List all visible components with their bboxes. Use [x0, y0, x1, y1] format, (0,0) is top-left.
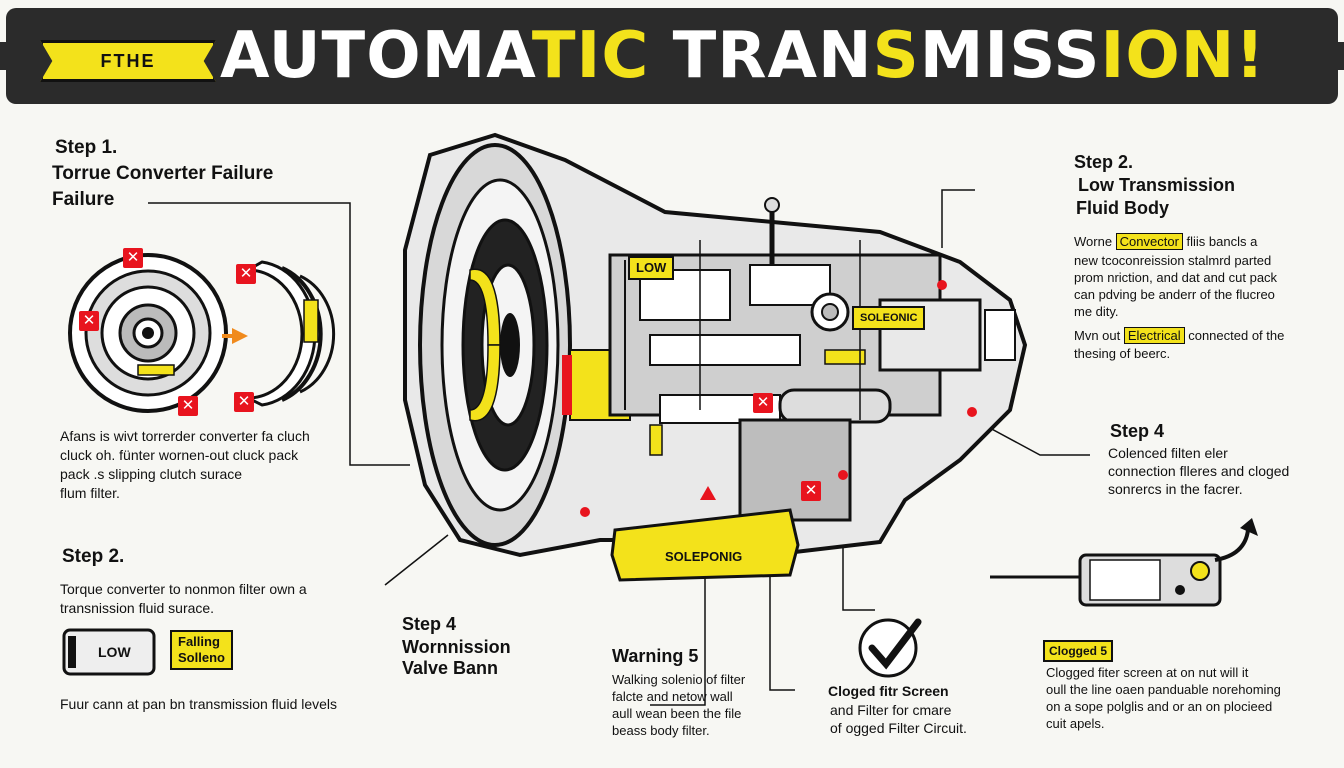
- tag-solenoid: SOLEONIC: [852, 306, 926, 330]
- step1-desc-1: Afans is wivt torrerder converter fa clu…: [60, 428, 310, 444]
- step1-desc-3: pack .s slipping clutch surace: [60, 466, 243, 482]
- right-step4-title: Step 4: [1110, 421, 1165, 441]
- right-step4-desc-1: Colenced filten eler: [1108, 445, 1228, 461]
- step2-title: Step 2.: [62, 546, 125, 567]
- warning-x-icon: ✕: [178, 396, 198, 416]
- gauge-low-label: LOW: [98, 644, 131, 660]
- warning-title: Warning 5: [612, 646, 699, 666]
- banner-notch-right: [1330, 42, 1344, 70]
- step2-desc-1: Torque converter to nonmon filter own a: [60, 581, 307, 597]
- title-banner: [0, 8, 1344, 104]
- oil-pan: [610, 508, 800, 582]
- warning-x-icon: ✕: [79, 311, 99, 331]
- right-step4-desc-3: sonrercs in the facrer.: [1108, 481, 1243, 497]
- clogged-desc-2: oull the line oaen panduable norehoming: [1046, 682, 1281, 697]
- warning-desc-2: falcte and netow wall: [612, 689, 733, 704]
- warning-x-icon: ✕: [234, 392, 254, 412]
- warning-x-icon: ✕: [753, 393, 773, 413]
- step1-desc-2: cluck oh. fünter wornen-out cluck pack: [60, 447, 299, 463]
- right-para1-line2: new tcoconreission stalmrd parted: [1074, 253, 1272, 268]
- warning-x-icon: ✕: [801, 481, 821, 501]
- step2-desc-2: transnission fluid surace.: [60, 600, 215, 616]
- step1-title: Step 1.: [55, 137, 118, 158]
- right-para1-line5: me dity.: [1074, 304, 1119, 319]
- clogged-desc-4: cuit apels.: [1046, 716, 1105, 731]
- page-title: AUTOMATIC TRANSMISSION!: [220, 19, 1266, 93]
- clogged-desc-3: on a sope polglis and or an on plocieed: [1046, 699, 1273, 714]
- right-step2-line1: Low Transmission: [1078, 175, 1236, 195]
- electrical-highlight: Electrical: [1123, 327, 1185, 344]
- banner-notch-left: [0, 42, 14, 70]
- tag-low: LOW: [628, 256, 675, 280]
- step4-line2: Valve Bann: [402, 658, 499, 678]
- failing-solenoid-line1: Falling: [178, 634, 220, 649]
- step1-heading-line1: Torrue Converter Failure: [52, 163, 274, 184]
- right-para1-line4: can pdving be anderr of the flucreo: [1074, 287, 1275, 302]
- warning-desc-3: aull wean been the file: [612, 706, 742, 721]
- right-para2-line2: thesing of beerc.: [1074, 346, 1171, 361]
- warning-desc-1: Walking solenio of filter: [612, 672, 746, 687]
- right-step2-line2: Fluid Body: [1076, 198, 1169, 218]
- step4-line1: Wornnission: [402, 637, 511, 657]
- warning-x-icon: ✕: [123, 248, 143, 268]
- solenoid-pack-icon: [990, 518, 1258, 607]
- right-para2-line1: Mvn out Electrical connected of the: [1074, 327, 1285, 344]
- right-step2-title: Step 2.: [1074, 152, 1134, 172]
- failing-solenoid-tag: Falling Solleno: [170, 630, 233, 670]
- torque-converter-exploded: [68, 253, 336, 413]
- right-para1-line1: Worne Convector fliis bancls a: [1074, 233, 1258, 250]
- fluid-level-gauge: [62, 628, 156, 676]
- right-step4-desc-2: connection flleres and cloged: [1108, 463, 1290, 479]
- clogged-screen-line2: and Filter for cmare: [830, 702, 952, 718]
- clogged-tag: Clogged 5: [1043, 640, 1114, 662]
- checkmark-icon: [858, 618, 922, 678]
- bottom-note: Fuur cann at pan bn transmission fluid l…: [60, 696, 338, 712]
- failing-solenoid-line2: Solleno: [178, 650, 225, 665]
- step4-title: Step 4: [402, 614, 457, 634]
- convector-highlight: Convector: [1115, 233, 1183, 250]
- oil-pan-label: SOLEPONIG: [665, 549, 743, 564]
- right-para1-line3: prom nriction, and dat and cut pack: [1074, 270, 1278, 285]
- clogged-screen-line3: of ogged Filter Circuit.: [830, 720, 967, 736]
- warning-x-icon: ✕: [236, 264, 256, 284]
- warning-desc-4: beass body filter.: [612, 723, 710, 738]
- transmission-housing: [403, 132, 1028, 558]
- step1-heading-line2: Failure: [52, 189, 115, 210]
- clogged-screen-line1: Cloged fitr Screen: [828, 683, 949, 699]
- clogged-desc-1: Clogged fiter screen at on nut will it: [1046, 665, 1249, 680]
- step1-desc-4: flum filter.: [60, 485, 120, 501]
